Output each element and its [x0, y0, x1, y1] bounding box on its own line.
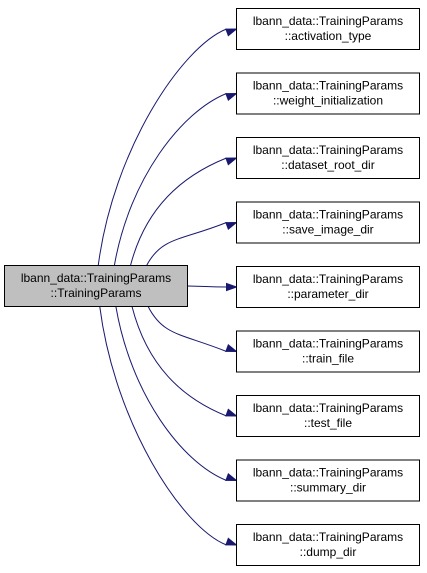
target-node-label-line1: lbann_data::TrainingParams: [253, 530, 403, 544]
target-node-label-line2: ::test_file: [304, 416, 352, 430]
target-node-label-line1: lbann_data::TrainingParams: [253, 272, 403, 286]
target-node-box: [236, 459, 420, 502]
target-node-test-file[interactable]: lbann_data::TrainingParams::test_file: [236, 395, 420, 437]
edge-to-dump-dir: [99, 306, 238, 546]
target-node-label-line1: lbann_data::TrainingParams: [253, 143, 403, 157]
target-node-label-line1: lbann_data::TrainingParams: [253, 337, 403, 351]
edge-to-dataset-root-dir: [130, 157, 238, 266]
target-node-box: [236, 266, 420, 308]
target-node-label-line1: lbann_data::TrainingParams: [253, 208, 403, 222]
target-node-label-line1: lbann_data::TrainingParams: [253, 401, 403, 415]
target-node-label-line1: lbann_data::TrainingParams: [253, 466, 403, 480]
edge-to-test-file: [131, 306, 238, 417]
edge-line: [147, 306, 227, 352]
target-node-dataset-root-dir[interactable]: lbann_data::TrainingParams::dataset_root…: [236, 137, 420, 179]
target-node-summary-dir[interactable]: lbann_data::TrainingParams::summary_dir: [236, 459, 420, 502]
edge-line: [99, 306, 227, 546]
edge-line: [113, 93, 227, 266]
target-node-weight-initialization[interactable]: lbann_data::TrainingParams::weight_initi…: [236, 72, 420, 115]
target-node-box: [236, 201, 420, 244]
edge-to-train-file: [147, 306, 238, 353]
arrowhead: [225, 157, 238, 166]
edge-to-summary-dir: [115, 306, 238, 482]
target-node-label-line2: ::parameter_dir: [287, 287, 368, 301]
target-node-label-line2: ::train_file: [302, 352, 354, 366]
arrowhead: [225, 221, 238, 231]
source-node-training-params[interactable]: lbann_data::TrainingParams ::TrainingPar…: [4, 265, 188, 307]
arrowhead: [225, 472, 238, 482]
edge-to-parameter-dir: [187, 282, 239, 292]
target-node-box: [236, 8, 420, 50]
target-node-label-line2: ::dataset_root_dir: [281, 158, 374, 172]
edge-to-weight-initialization: [113, 92, 238, 266]
target-node-label-line2: ::save_image_dir: [282, 223, 373, 237]
target-node-dump-dir[interactable]: lbann_data::TrainingParams::dump_dir: [236, 524, 420, 566]
target-node-train-file[interactable]: lbann_data::TrainingParams::train_file: [236, 330, 420, 373]
target-node-box: [236, 395, 420, 437]
edge-line: [115, 306, 227, 481]
target-nodes: lbann_data::TrainingParams::activation_t…: [236, 8, 420, 566]
edge-line: [131, 306, 227, 417]
target-node-label-line2: ::weight_initialization: [273, 94, 383, 108]
call-edges: [97, 28, 239, 546]
target-node-activation-type[interactable]: lbann_data::TrainingParams::activation_t…: [236, 8, 420, 50]
target-node-box: [236, 330, 420, 373]
target-node-label-line1: lbann_data::TrainingParams: [253, 14, 403, 28]
target-node-label-line2: ::summary_dir: [290, 481, 366, 495]
edge-line: [130, 157, 227, 266]
source-node-box: [4, 265, 188, 307]
arrowhead: [225, 92, 238, 102]
arrowhead: [225, 343, 238, 353]
target-node-label-line2: ::dump_dir: [300, 545, 357, 559]
edge-line: [146, 222, 227, 266]
arrowhead: [225, 28, 238, 37]
target-node-parameter-dir[interactable]: lbann_data::TrainingParams::parameter_di…: [236, 266, 420, 308]
edge-to-activation-type: [97, 28, 238, 266]
arrowhead: [226, 282, 239, 292]
source-node-label-line2: ::TrainingParams: [51, 286, 142, 300]
target-node-box: [236, 137, 420, 179]
edge-line: [97, 28, 227, 266]
arrowhead: [225, 408, 238, 417]
target-node-box: [236, 524, 420, 566]
source-node-label-line1: lbann_data::TrainingParams: [21, 271, 171, 285]
target-node-label-line2: ::activation_type: [285, 29, 372, 43]
edge-line: [187, 285, 227, 288]
target-node-label-line1: lbann_data::TrainingParams: [253, 79, 403, 93]
edge-to-save-image-dir: [146, 221, 238, 266]
target-node-save-image-dir[interactable]: lbann_data::TrainingParams::save_image_d…: [236, 201, 420, 244]
arrowhead: [225, 537, 238, 546]
target-node-box: [236, 72, 420, 115]
